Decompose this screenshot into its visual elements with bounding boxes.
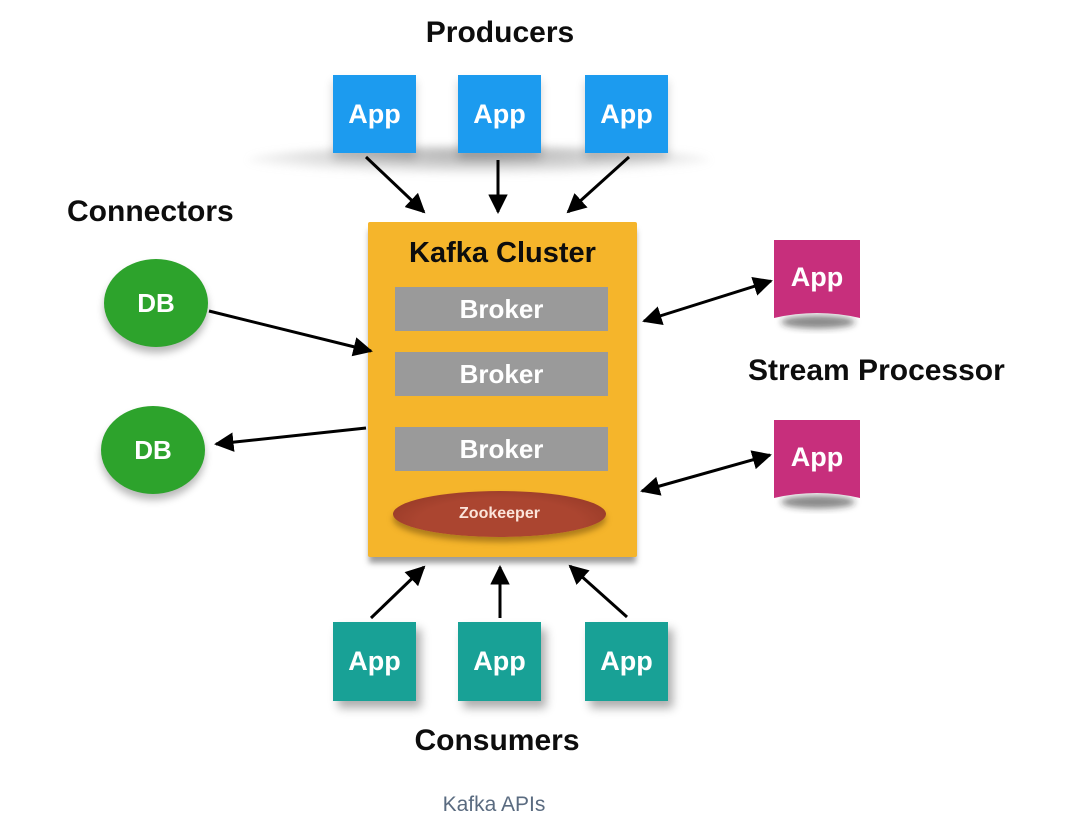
arrow-cluster-streamapp1-bidirectional xyxy=(642,276,773,326)
producer-app-2: App xyxy=(458,75,541,153)
db-source-label: DB xyxy=(137,287,175,318)
broker-2-label: Broker xyxy=(459,358,544,389)
kafka-cluster-box: Kafka Cluster Broker Broker Broker Zooke… xyxy=(368,222,637,557)
stream-app-1-shape xyxy=(774,240,860,329)
producer-app-1-label: App xyxy=(348,98,401,129)
consumers-title: Consumers xyxy=(414,724,580,757)
stream-app-2-label: App xyxy=(790,442,844,472)
producer-app-1: App xyxy=(333,75,416,153)
consumer-app-2: App xyxy=(458,622,541,701)
stream-app-1: App xyxy=(772,238,867,338)
broker-3: Broker xyxy=(395,427,608,471)
zookeeper-ellipse: Zookeeper xyxy=(393,491,606,537)
arrow-consumer1-to-cluster xyxy=(369,565,426,620)
consumer-app-3-label: App xyxy=(600,646,653,676)
broker-2: Broker xyxy=(395,352,608,396)
consumer-app-2-label: App xyxy=(473,646,526,676)
db-sink-node: DB xyxy=(101,406,205,494)
stream-app-2-shape xyxy=(774,420,860,509)
stream-processor-title: Stream Processor xyxy=(748,354,1005,387)
producer-app-2-label: App xyxy=(473,98,526,129)
arrow-cluster-to-db xyxy=(214,426,367,452)
arrow-consumer3-to-cluster xyxy=(568,564,629,619)
arrow-cluster-streamapp2-bidirectional xyxy=(640,450,772,496)
consumer-app-3: App xyxy=(585,622,668,701)
producer-app-3-label: App xyxy=(600,98,653,129)
kafka-cluster-title: Kafka Cluster xyxy=(409,237,596,269)
broker-3-label: Broker xyxy=(459,433,544,464)
stream-app-1-label: App xyxy=(790,262,844,292)
broker-1-label: Broker xyxy=(459,293,544,324)
stream-app-2: App xyxy=(772,418,867,518)
db-sink-label: DB xyxy=(134,434,172,465)
arrow-db-to-cluster xyxy=(208,309,373,357)
producers-title: Producers xyxy=(425,16,575,49)
connectors-title: Connectors xyxy=(67,195,234,228)
consumer-app-1-label: App xyxy=(348,646,401,676)
consumer-app-1: App xyxy=(333,622,416,701)
producer-app-3: App xyxy=(585,75,668,153)
kafka-apis-caption: Kafka APIs xyxy=(442,793,546,816)
db-source-node: DB xyxy=(104,259,208,347)
zookeeper-label: Zookeeper xyxy=(459,505,540,522)
broker-1: Broker xyxy=(395,287,608,331)
